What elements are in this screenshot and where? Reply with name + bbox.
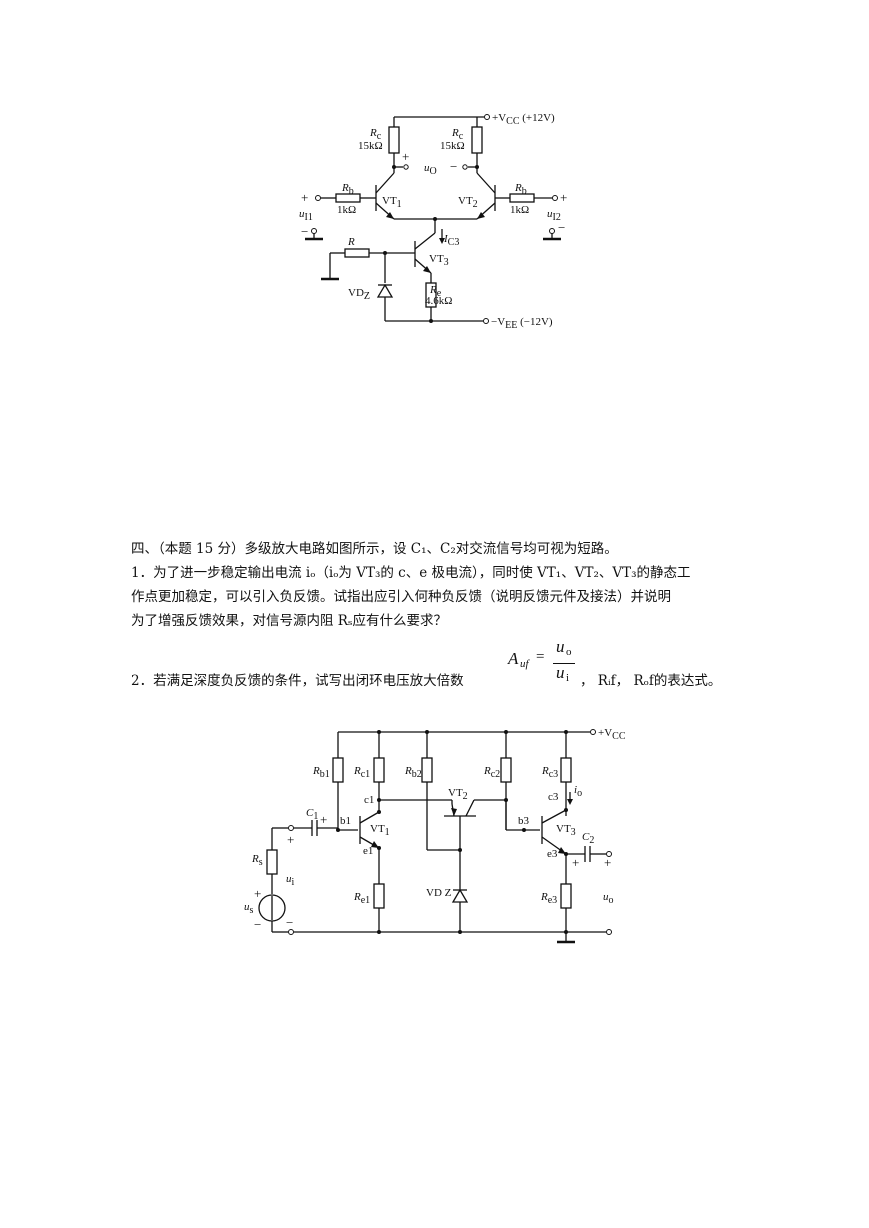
svg-text:Rs: Rs — [251, 853, 263, 868]
svg-text:VT1: VT1 — [370, 823, 390, 838]
svg-text:uO: uO — [424, 162, 437, 177]
svg-text:VT3: VT3 — [556, 823, 576, 838]
question-part2: 2．若满足深度负反馈的条件，试写出闭环电压放大倍数 — [131, 669, 751, 693]
zener-diode — [376, 283, 394, 298]
svg-text:+: + — [402, 149, 409, 164]
svg-text:VD Z: VD Z — [426, 887, 452, 899]
svg-text:C1: C1 — [306, 807, 318, 822]
svg-text:Rc3: Rc3 — [541, 765, 558, 780]
rc3-resistor — [560, 757, 572, 783]
svg-text:b1: b1 — [340, 815, 351, 827]
svg-text:15kΩ: 15kΩ — [440, 140, 465, 152]
svg-text:1kΩ: 1kΩ — [510, 204, 529, 216]
rc1-resistor — [373, 757, 385, 783]
gain-formula: A uf = u o u i — [508, 637, 588, 690]
question-block: 四、（本题 15 分）多级放大电路如图所示，设 C₁、C₂对交流信号均可视为短路… — [131, 537, 751, 633]
svg-text:Rc1: Rc1 — [353, 765, 370, 780]
rb1-resistor — [332, 757, 344, 783]
rs-resistor — [266, 849, 278, 875]
svg-text:uI1: uI1 — [299, 208, 313, 223]
svg-text:Rb1: Rb1 — [312, 765, 330, 780]
svg-text:e1: e1 — [363, 845, 373, 857]
svg-text:+: + — [320, 812, 327, 827]
svg-text:uI2: uI2 — [547, 208, 561, 223]
svg-text:VT2: VT2 — [448, 787, 468, 802]
svg-text:−: − — [558, 220, 565, 235]
svg-text:c1: c1 — [364, 794, 374, 806]
svg-text:+: + — [572, 855, 579, 870]
svg-text:−: − — [450, 159, 457, 174]
svg-text:+: + — [560, 190, 567, 205]
svg-text:Rb: Rb — [514, 182, 527, 197]
svg-text:−: − — [286, 915, 293, 930]
question-part2-suffix: ， Rᵢf， Rₒf的表达式。 — [580, 673, 722, 689]
re1-resistor — [373, 883, 385, 909]
svg-text:uo: uo — [603, 891, 614, 906]
svg-text:+VCC: +VCC — [598, 727, 626, 742]
svg-text:−: − — [254, 917, 261, 932]
svg-text:15kΩ: 15kΩ — [358, 140, 383, 152]
svg-text:VT1: VT1 — [382, 195, 402, 210]
svg-text:c3: c3 — [548, 791, 559, 803]
re3-resistor — [560, 883, 572, 909]
svg-text:VDZ: VDZ — [348, 287, 370, 302]
svg-text:ui: ui — [286, 873, 295, 888]
svg-text:1kΩ: 1kΩ — [337, 204, 356, 216]
rc-left-resistor — [388, 126, 400, 154]
question-part1-line3: 为了增强反馈效果，对信号源内阻 Rₛ应有什么要求？ — [131, 613, 448, 629]
svg-text:Re1: Re1 — [353, 891, 370, 906]
svg-text:−VEE (−12V): −VEE (−12V) — [491, 316, 553, 331]
rc-right-resistor — [471, 126, 483, 154]
differential-amplifier-circuit: +VCC (+12V) −VEE (−12V) Rc 15kΩ Rc 15kΩ … — [299, 112, 567, 331]
svg-text:e3: e3 — [547, 848, 558, 860]
question-part2-suffix-wrap: ， Rᵢf， Rₒf的表达式。 — [580, 669, 780, 693]
svg-text:VT2: VT2 — [458, 195, 478, 210]
svg-text:Rb: Rb — [341, 182, 354, 197]
svg-text:+: + — [254, 886, 261, 901]
multistage-amplifier-circuit: +VCC Rb1 Rc1 Rb2 Rc2 Rc3 c1 b1 e1 b3 c3 … — [244, 727, 626, 944]
rc2-resistor — [500, 757, 512, 783]
svg-text:Rc: Rc — [369, 127, 382, 142]
zener-diode-vdz — [451, 888, 469, 903]
svg-text:4.6kΩ: 4.6kΩ — [425, 295, 452, 307]
svg-text:Re: Re — [429, 284, 442, 299]
rb2-resistor — [421, 757, 433, 783]
svg-text:b3: b3 — [518, 815, 530, 827]
svg-text:+: + — [287, 832, 294, 847]
svg-text:Re3: Re3 — [540, 891, 557, 906]
svg-text:us: us — [244, 901, 254, 916]
svg-text:R: R — [347, 236, 355, 248]
svg-text:C2: C2 — [582, 831, 594, 846]
svg-text:IC3: IC3 — [443, 233, 459, 248]
svg-text:Rc: Rc — [451, 127, 464, 142]
question-part2-prefix: 2．若满足深度负反馈的条件，试写出闭环电压放大倍数 — [131, 673, 464, 689]
question-heading: 四、（本题 15 分）多级放大电路如图所示，设 C₁、C₂对交流信号均可视为短路… — [131, 541, 618, 557]
svg-text:Rc2: Rc2 — [483, 765, 500, 780]
question-part1-line1: 1．为了进一步稳定输出电流 iₒ（iₒ为 VT₃的 c、e 极电流），同时使 V… — [131, 565, 691, 581]
r-resistor — [344, 248, 370, 258]
svg-text:VT3: VT3 — [429, 253, 449, 268]
svg-text:Rb2: Rb2 — [404, 765, 422, 780]
svg-text:+: + — [301, 190, 308, 205]
question-part1-line2: 作点更加稳定，可以引入负反馈。试指出应引入何种负反馈（说明反馈元件及接法）并说明 — [131, 589, 671, 605]
svg-text:+VCC (+12V): +VCC (+12V) — [492, 112, 555, 127]
svg-text:−: − — [301, 224, 308, 239]
svg-text:io: io — [574, 784, 582, 799]
svg-text:+: + — [604, 855, 611, 870]
